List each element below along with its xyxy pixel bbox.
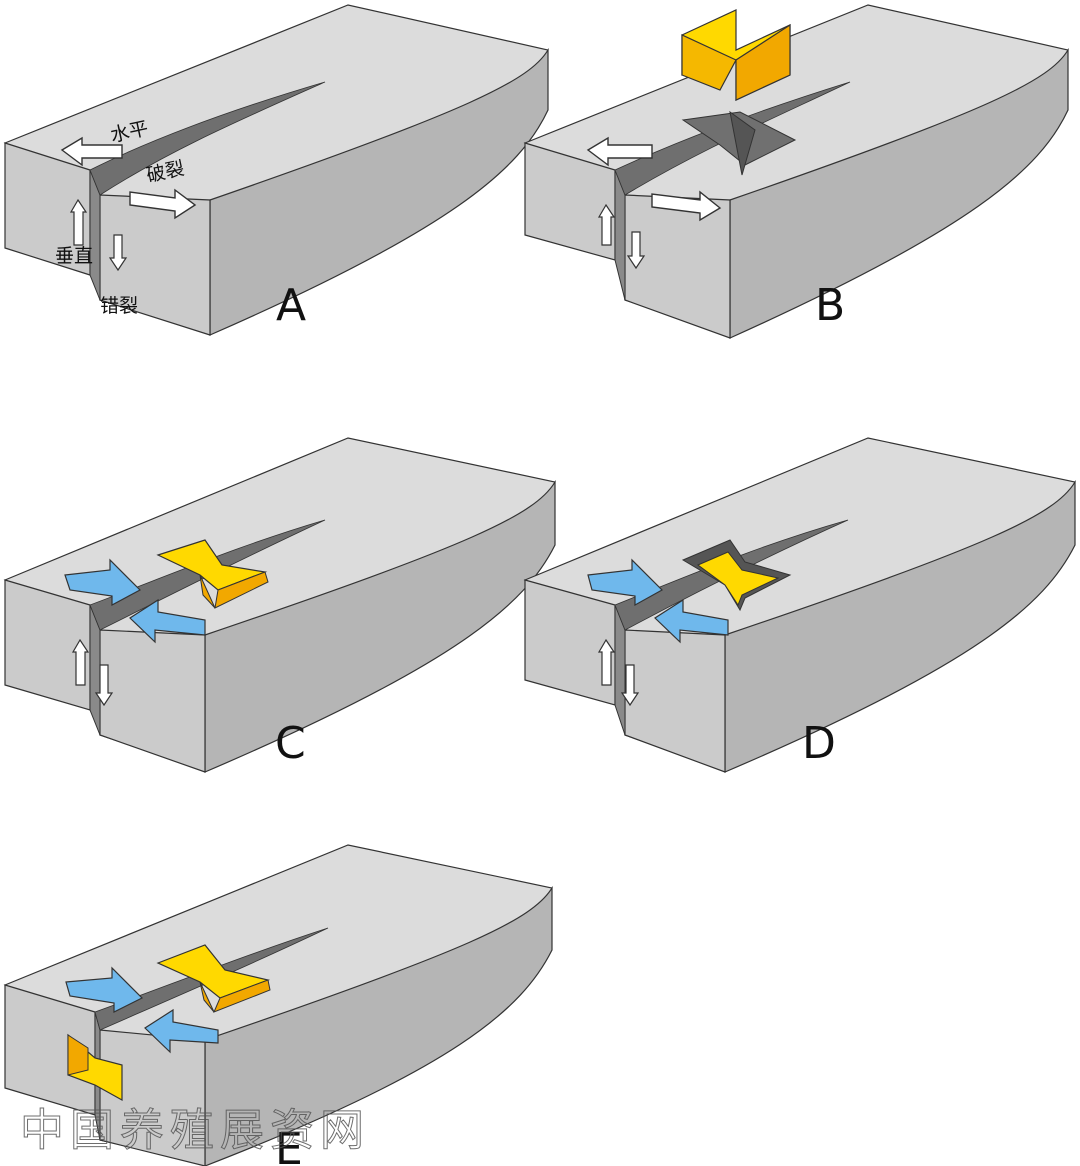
vertical-offset-label-1: 垂直 [55,245,93,267]
panel-label-e: E [275,1124,303,1166]
vertical-offset-label-2: 错裂 [100,295,138,317]
panel-a: 水平 破裂 垂直 错裂 A [3,4,549,336]
panel-b: B [523,4,1069,339]
panel-e: E [3,844,553,1166]
panel-label-b: B [815,280,845,331]
watermark-text: 中国养殖展资网 [20,1105,370,1156]
panel-label-c: C [275,718,306,769]
panel-d: D [523,437,1076,773]
panel-label-d: D [802,718,836,769]
panel-c: C [3,437,556,773]
panel-label-a: A [276,280,306,331]
